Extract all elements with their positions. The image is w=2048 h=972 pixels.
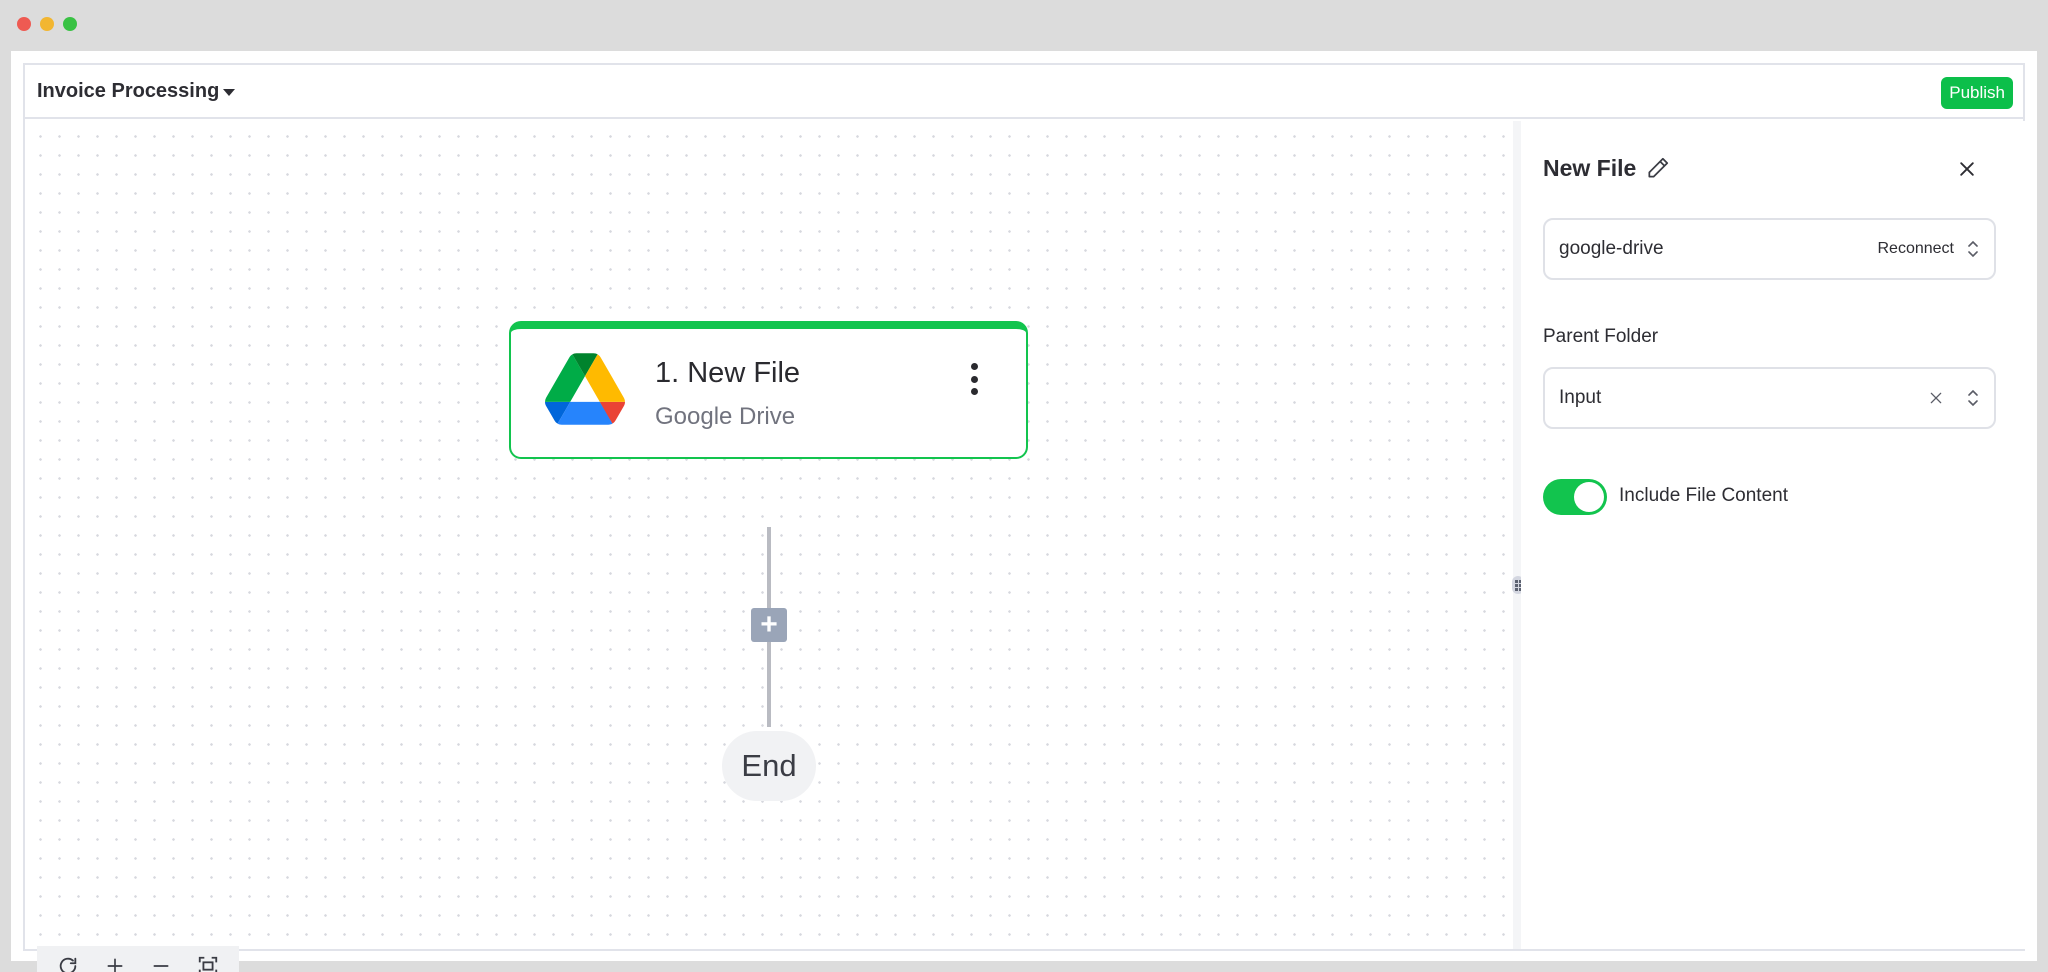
add-step-button[interactable]: + xyxy=(751,608,787,642)
flow-canvas[interactable]: 1. New File Google Drive + End xyxy=(25,121,1513,972)
chevron-up-down-icon xyxy=(1968,389,1978,407)
step-more-menu-icon[interactable] xyxy=(968,363,980,395)
clear-icon[interactable] xyxy=(1928,390,1944,406)
grip-icon xyxy=(1514,579,1522,591)
reset-view-button[interactable] xyxy=(53,951,83,972)
connection-select[interactable]: google-drive Reconnect xyxy=(1543,218,1996,280)
flow-name-dropdown[interactable]: Invoice Processing xyxy=(37,79,236,103)
panel-divider xyxy=(1513,121,1521,949)
parent-folder-select[interactable]: Input xyxy=(1543,367,1996,429)
parent-folder-label: Parent Folder xyxy=(1543,326,1659,347)
builder-header: Invoice Processing Publish xyxy=(25,65,2023,119)
google-drive-icon xyxy=(545,353,625,425)
zoom-in-button[interactable] xyxy=(100,951,130,972)
canvas-view-controls xyxy=(37,946,239,972)
close-icon[interactable] xyxy=(1957,159,1977,179)
step-app-name: Google Drive xyxy=(655,403,796,430)
publish-button[interactable]: Publish xyxy=(1941,77,2013,109)
zoom-out-button[interactable] xyxy=(146,951,176,972)
reconnect-button[interactable]: Reconnect xyxy=(1877,240,1955,257)
trigger-step-card[interactable]: 1. New File Google Drive xyxy=(509,321,1028,459)
window-maximize-button[interactable] xyxy=(63,17,77,31)
parent-folder-value: Input xyxy=(1559,387,1602,408)
pencil-icon[interactable] xyxy=(1645,155,1671,181)
panel-title: New File xyxy=(1543,155,1637,181)
caret-down-icon xyxy=(223,88,236,96)
fit-screen-icon xyxy=(198,956,217,972)
include-file-content-label: Include File Content xyxy=(1619,485,1788,506)
step-title: 1. New File xyxy=(655,357,801,389)
fit-view-button[interactable] xyxy=(193,951,223,972)
flow-name: Invoice Processing xyxy=(37,79,220,102)
window-minimize-button[interactable] xyxy=(40,17,54,31)
window-close-button[interactable] xyxy=(17,17,31,31)
connection-value: google-drive xyxy=(1559,238,1664,259)
end-node: End xyxy=(722,731,816,801)
refresh-icon xyxy=(60,957,77,972)
chevron-up-down-icon xyxy=(1968,240,1978,258)
window-traffic-lights xyxy=(17,17,77,31)
toggle-knob xyxy=(1574,482,1604,512)
plus-icon xyxy=(107,958,123,972)
flow-builder: Invoice Processing Publish 1. New File G… xyxy=(23,63,2025,972)
minus-icon xyxy=(153,965,169,967)
include-file-content-toggle[interactable] xyxy=(1543,479,1607,515)
browser-window: Invoice Processing Publish 1. New File G… xyxy=(11,51,2037,972)
step-settings-panel: New File google-drive Reconnect Parent F… xyxy=(1521,121,2025,949)
